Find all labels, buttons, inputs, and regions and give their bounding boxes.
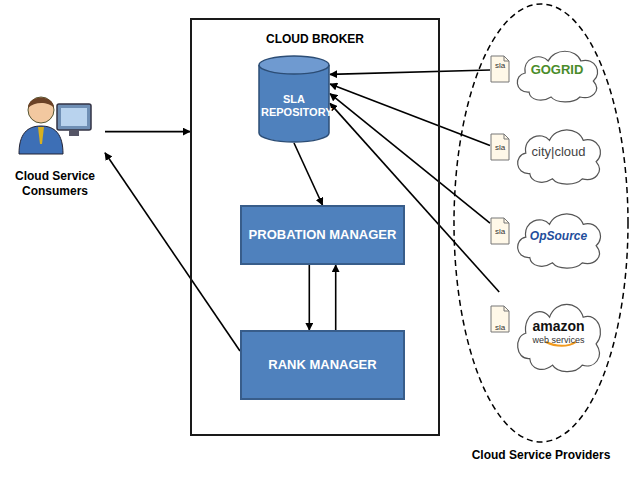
provider-logo-text: amazon bbox=[532, 318, 584, 335]
node-label: RANK MANAGER bbox=[268, 357, 376, 373]
arrow-connector bbox=[308, 265, 310, 330]
sla-document-label: sla bbox=[491, 323, 509, 332]
provider-logo-text: GOGRID bbox=[531, 62, 584, 78]
arrow-connector bbox=[335, 265, 337, 330]
provider-cloud: sla city|cloud bbox=[490, 120, 605, 184]
arrow-connector bbox=[105, 153, 240, 351]
provider-group: Cloud Service ProvidersslaGOGRIDslacity|… bbox=[452, 2, 630, 444]
process-box: RANK MANAGER bbox=[240, 330, 405, 400]
node-label: SLA REPOSITORY bbox=[261, 93, 327, 119]
arrow-connector bbox=[330, 70, 490, 74]
broker-box: CLOUD BROKER SLA REPOSITORY PROBATION MANA… bbox=[190, 18, 440, 436]
provider-cloud: sla amazonweb services bbox=[490, 292, 605, 372]
provider-logo-text: OpSource bbox=[530, 229, 587, 243]
repository-cylinder: SLA REPOSITORY bbox=[258, 55, 330, 143]
sla-document-label: sla bbox=[491, 227, 509, 236]
sla-document-label: sla bbox=[491, 143, 509, 152]
provider-logo-text: web services bbox=[532, 335, 584, 346]
arrow-connector bbox=[105, 131, 190, 133]
provider-logo-text: city|cloud bbox=[532, 144, 586, 160]
node-label: Cloud Service Consumers bbox=[9, 169, 101, 200]
process-box: PROBATION MANAGER bbox=[240, 205, 405, 265]
sla-document-label: sla bbox=[491, 61, 509, 70]
arrow-connector bbox=[294, 143, 323, 205]
provider-cloud: sla GOGRID bbox=[490, 42, 602, 98]
provider-cloud: sla OpSource bbox=[490, 204, 605, 268]
consumer-actor: Cloud Service Consumers bbox=[5, 82, 105, 200]
node-label: PROBATION MANAGER bbox=[249, 227, 397, 243]
node-label: Cloud Service Providers bbox=[442, 448, 632, 462]
node-label: CLOUD BROKER bbox=[266, 32, 364, 46]
